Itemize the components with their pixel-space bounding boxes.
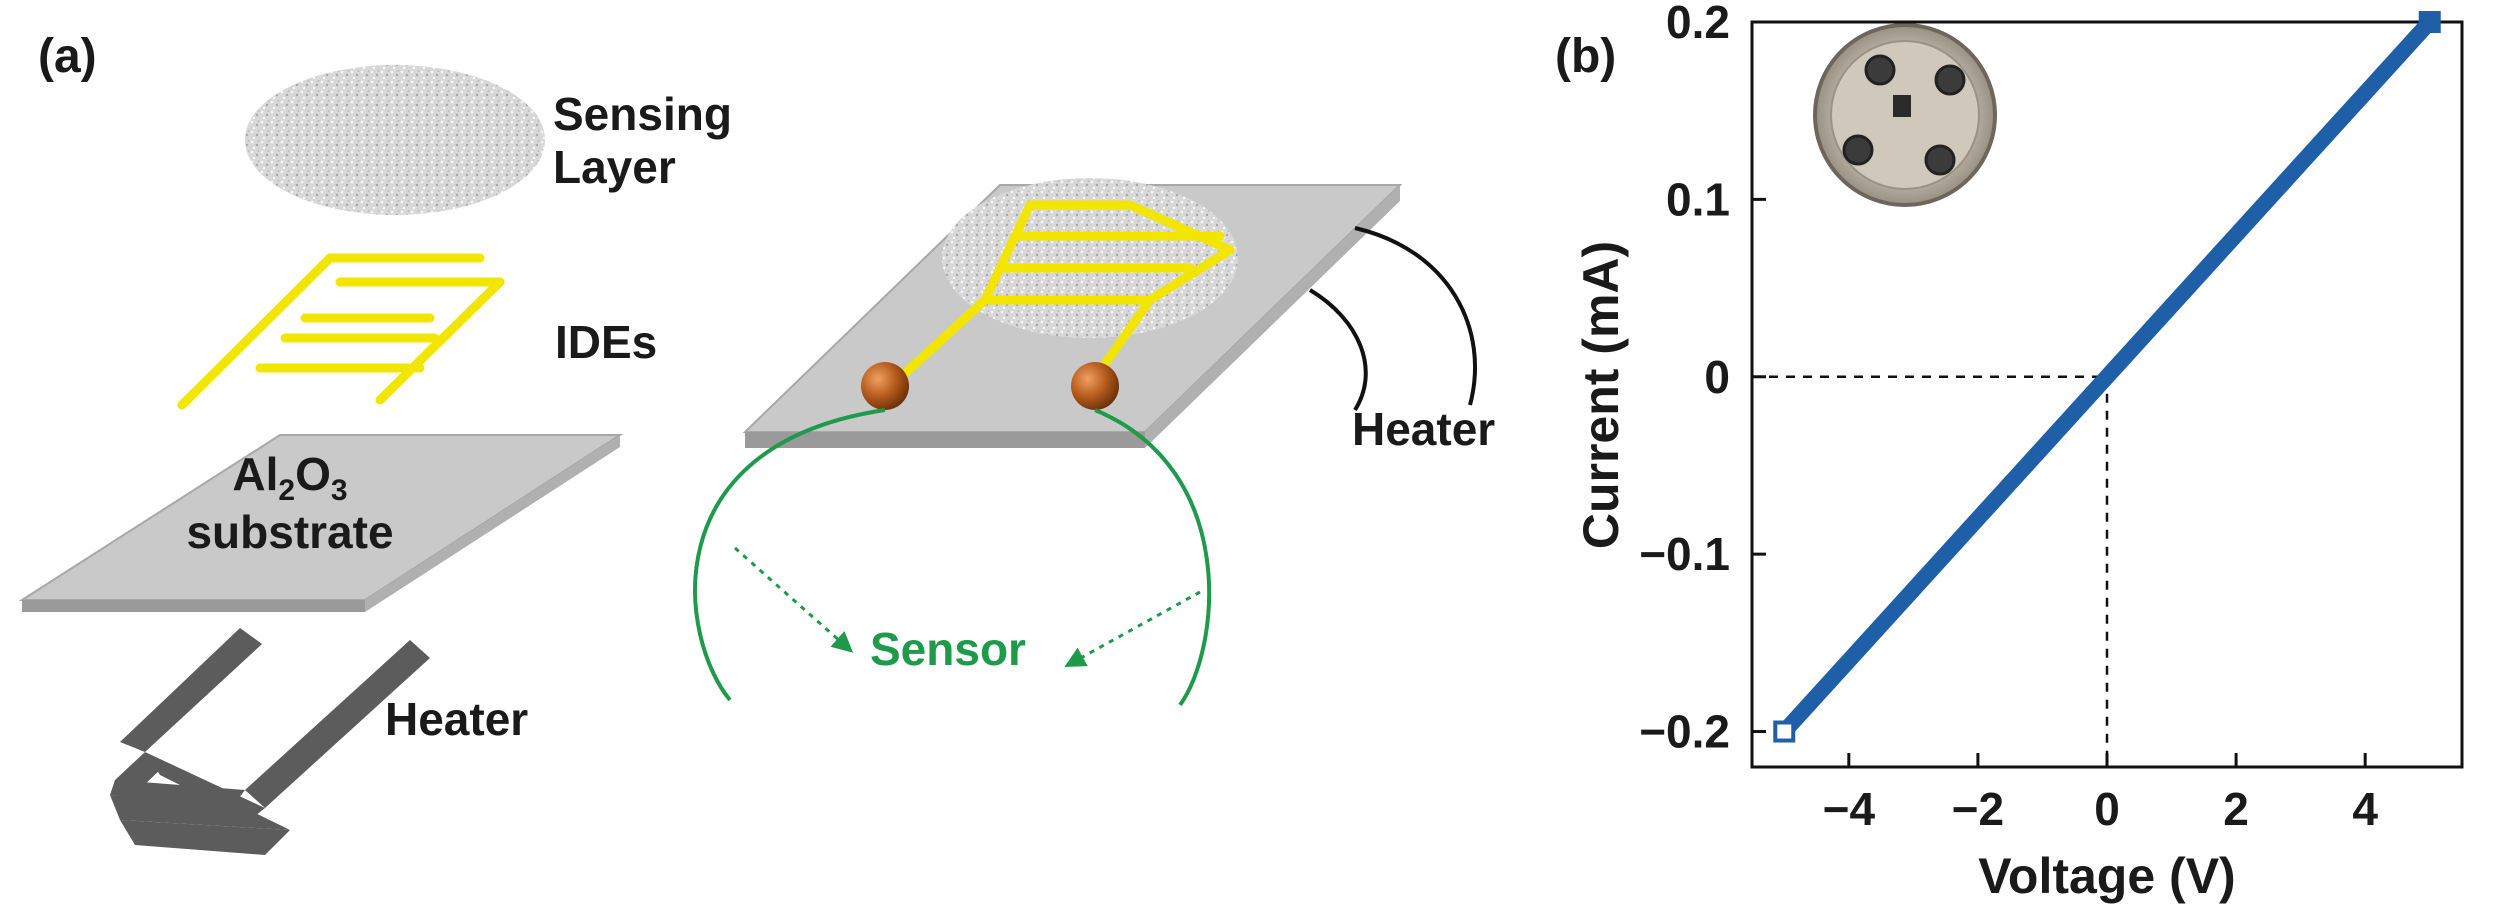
- heater-label-right: Heater: [1352, 403, 1495, 455]
- heater-wire-inner: [1308, 288, 1368, 412]
- iv-data-point-start: [1773, 720, 1796, 743]
- iv-data-point-end: [2418, 11, 2441, 33]
- panel-b: (b) Voltage (V) Current (mA) −4 −2 0 2 4 −0.…: [1555, 0, 2464, 904]
- y-tick-label: 0: [1704, 351, 1730, 403]
- x-tick-label: 4: [2352, 783, 2378, 835]
- assembled-sensor: [693, 178, 1478, 707]
- sensor-arrow-right: [1064, 590, 1201, 668]
- y-axis-title: Current (mA): [1573, 241, 1629, 549]
- y-tick-label: −0.1: [1639, 528, 1730, 580]
- sensor-package-photo: [1813, 23, 1997, 207]
- sensing-layer-label-line1: Sensing: [553, 88, 732, 140]
- sensor-wire: [693, 408, 1211, 707]
- substrate-formula: Al2O3: [232, 448, 347, 507]
- sensor-arrow-left: [734, 546, 854, 653]
- y-tick-label: −0.2: [1639, 706, 1730, 758]
- sensing-layer-disc: [245, 65, 545, 215]
- ide-electrodes: [177, 253, 505, 410]
- heater-label-left: Heater: [385, 693, 528, 745]
- y-tick-label: 0.2: [1666, 0, 1730, 48]
- sensing-layer-label-line2: Layer: [553, 141, 676, 193]
- substrate-label: substrate: [186, 506, 393, 558]
- x-tick-label: −4: [1823, 783, 1876, 835]
- panel-b-label: (b): [1555, 30, 1616, 83]
- panel-a: (a) Sensing Layer IDEs Al2O3 substrate: [18, 30, 1495, 855]
- substrate-plate: [18, 434, 624, 612]
- sensor-label: Sensor: [870, 623, 1026, 675]
- x-axis-title: Voltage (V): [1978, 848, 2235, 904]
- ides-label: IDEs: [555, 316, 657, 368]
- heater-element-left: [110, 628, 430, 855]
- series-layer: [1773, 11, 2441, 743]
- assembled-ide: [895, 200, 1235, 383]
- x-tick-label: 2: [2223, 783, 2249, 835]
- electrode-right: [1071, 362, 1119, 410]
- reference-lines: [1752, 375, 2109, 767]
- x-ticks: −4 −2 0 2 4: [1823, 753, 2378, 835]
- y-tick-label: 0.1: [1666, 173, 1730, 225]
- electrode-left: [861, 362, 909, 410]
- x-tick-label: 0: [2094, 783, 2120, 835]
- heater-wire-outer: [1354, 226, 1478, 406]
- iv-series-line: [1778, 16, 2436, 737]
- panel-a-label: (a): [38, 30, 97, 83]
- y-ticks: −0.2 −0.1 0 0.1 0.2: [1639, 0, 1766, 758]
- x-tick-label: −2: [1952, 783, 2004, 835]
